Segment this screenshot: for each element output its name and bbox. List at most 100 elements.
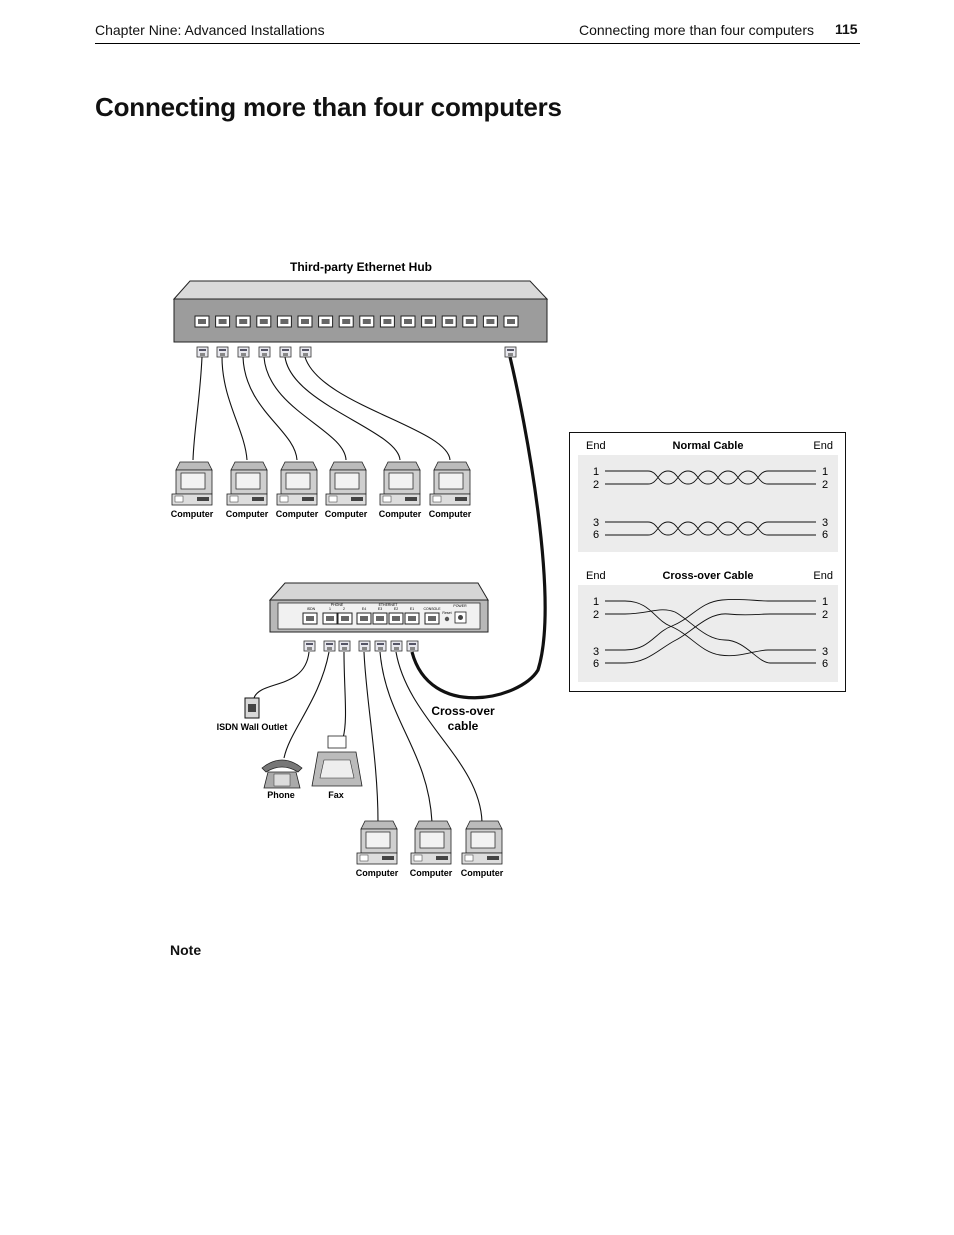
- computer-icon: [379, 461, 421, 506]
- crossover-pin-left-2: 2: [593, 609, 599, 621]
- router-cables: [253, 651, 483, 823]
- crossover-pin-left-1: 1: [593, 596, 599, 608]
- cable-plug: [216, 346, 229, 358]
- hub-port: [462, 315, 478, 328]
- hub-port: [235, 315, 251, 328]
- crossover-cable-wires: [605, 598, 816, 664]
- crossover-pin-left-6: 6: [593, 658, 599, 670]
- cable-plug: [196, 346, 209, 358]
- fax-label: Fax: [328, 790, 344, 800]
- computer-icon: [226, 461, 268, 506]
- normal-pin-right-2: 2: [822, 479, 828, 491]
- router-port-e2: E2: [394, 607, 398, 611]
- router-port: [388, 612, 404, 625]
- router-port-e4: E4: [362, 607, 366, 611]
- router-port: [404, 612, 420, 625]
- computer-icon: [171, 461, 213, 506]
- normal-pin-left-3: 3: [593, 517, 599, 529]
- cable-plug: [504, 346, 517, 358]
- normal-pin-right-1: 1: [822, 466, 828, 478]
- crossover-label-line2: cable: [448, 719, 479, 733]
- phone-label: Phone: [267, 790, 295, 800]
- computer-label: Computer: [325, 509, 368, 519]
- computer-label: Computer: [461, 868, 504, 878]
- hub-port: [379, 315, 395, 328]
- crossover-cable: [410, 356, 547, 700]
- isdn-wall-outlet: [244, 697, 260, 719]
- cable-plug: [406, 640, 419, 652]
- router-port: [356, 612, 372, 625]
- hub-port: [256, 315, 272, 328]
- cable-plug: [279, 346, 292, 358]
- computer-icon: [276, 461, 318, 506]
- computer-icon: [429, 461, 471, 506]
- router-plugs: [303, 640, 419, 652]
- router-port-e3: E3: [378, 607, 382, 611]
- computer-icon: [356, 820, 398, 865]
- cable-plug: [374, 640, 387, 652]
- crossover-pin-right-3: 3: [822, 646, 828, 658]
- normal-pin-right-3: 3: [822, 517, 828, 529]
- header-section: Connecting more than four computers: [578, 22, 814, 38]
- cable-plug: [237, 346, 250, 358]
- computer-label: Computer: [171, 509, 214, 519]
- hub-port: [400, 315, 416, 328]
- ethernet-hub: [172, 280, 549, 343]
- router-phone-port-1: 1: [329, 607, 331, 611]
- hub-port: [215, 315, 231, 328]
- hub-port: [297, 315, 313, 328]
- cable-plug: [338, 640, 351, 652]
- cable-plug: [358, 640, 371, 652]
- router-phone-port-2: 2: [343, 607, 345, 611]
- hub-port: [359, 315, 375, 328]
- normal-end-left: End: [586, 440, 606, 452]
- normal-pin-right-6: 6: [822, 529, 828, 541]
- computer-icon: [325, 461, 367, 506]
- cable-plug: [258, 346, 271, 358]
- computer-label: Computer: [379, 509, 422, 519]
- reset-button: [444, 616, 450, 622]
- crossover-end-right: End: [813, 570, 833, 582]
- router-computers: Computer Computer Computer: [356, 820, 504, 878]
- router-reset-label: Reset: [442, 611, 451, 615]
- hub-port: [194, 315, 210, 328]
- note-label: Note: [170, 942, 202, 958]
- normal-end-right: End: [813, 440, 833, 452]
- hub-label: Third-party Ethernet Hub: [290, 260, 432, 274]
- header-rule: [95, 43, 860, 44]
- computer-icon: [410, 820, 452, 865]
- normal-cable-wires: [605, 470, 816, 536]
- isdn-outlet-label: ISDN Wall Outlet: [217, 722, 288, 732]
- crossover-pin-left-3: 3: [593, 646, 599, 658]
- hub-cables: [192, 356, 451, 461]
- normal-cable-title: Normal Cable: [673, 440, 744, 452]
- router-port: [322, 612, 338, 625]
- router-isdn-label: ISDN: [307, 607, 316, 611]
- phone-icon: [261, 759, 303, 789]
- hub-port: [441, 315, 457, 328]
- computer-label: Computer: [356, 868, 399, 878]
- normal-pin-left-6: 6: [593, 529, 599, 541]
- crossover-pin-right-1: 1: [822, 596, 828, 608]
- router-port-e1: E1: [410, 607, 414, 611]
- router-port-row: [302, 612, 440, 625]
- hub-plugs: [196, 346, 517, 358]
- header-chapter: Chapter Nine: Advanced Installations: [95, 22, 325, 38]
- crossover-cable-panel: [578, 585, 838, 682]
- crossover-cable-title: Cross-over Cable: [662, 570, 753, 582]
- crossover-end-left: End: [586, 570, 606, 582]
- hub-port: [421, 315, 437, 328]
- fax-icon: [311, 735, 363, 787]
- router-port: [424, 612, 440, 625]
- hub-port: [338, 315, 354, 328]
- router-port: [372, 612, 388, 625]
- normal-pin-left-2: 2: [593, 479, 599, 491]
- computer-label: Computer: [429, 509, 472, 519]
- crossover-pin-right-2: 2: [822, 609, 828, 621]
- router-console-label: CONSOLE: [423, 607, 441, 611]
- router-phone-label: PHONE: [331, 603, 344, 607]
- computer-label: Computer: [410, 868, 453, 878]
- isdn-router: ISDN PHONE 1 2 ETHERNET E4 E3 E2 E1 CONS…: [268, 582, 489, 633]
